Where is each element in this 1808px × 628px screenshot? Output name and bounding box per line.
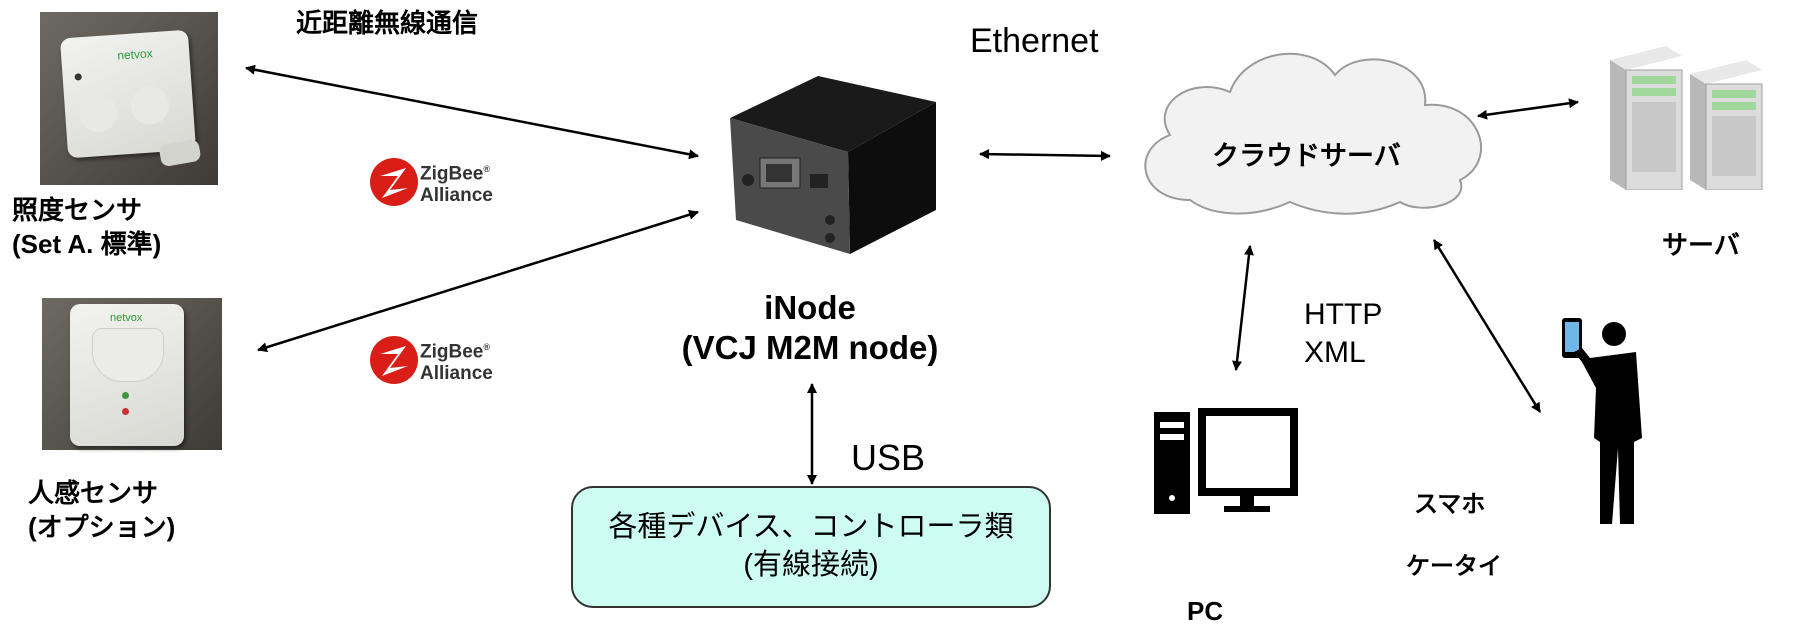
person-with-smartphone-icon	[1562, 318, 1642, 524]
arrow-motion-sensor-inode	[257, 209, 699, 353]
smartphone-label: スマホ	[1414, 491, 1486, 518]
cloud-server-label: クラウドサーバ	[1212, 141, 1401, 171]
motion-sensor-label: 人感センサ (オプション)	[28, 478, 176, 542]
server-icon	[1610, 46, 1763, 190]
inode-label: iNode (VCJ M2M node)	[681, 289, 939, 366]
pc-icon	[1154, 408, 1298, 514]
http-xml-label: HTTP XML	[1304, 298, 1383, 369]
arrow-cloud-server	[1477, 98, 1579, 120]
motion-sensor-photo: netvox	[42, 298, 222, 450]
arrow-inode-cloud	[979, 149, 1111, 161]
ethernet-label: Ethernet	[970, 22, 1099, 60]
arrow-light-sensor-inode	[245, 64, 699, 160]
usb-label: USB	[851, 437, 926, 478]
zigbee-z-icon	[370, 158, 418, 206]
inode-device-photo	[730, 76, 936, 254]
short-range-label: 近距離無線通信	[296, 8, 479, 38]
devices-controllers-box: 各種デバイス、コントローラ類 (有線接続)	[571, 486, 1051, 608]
arrow-cloud-pc	[1232, 245, 1254, 371]
mobile-label: ケータイ	[1406, 553, 1502, 580]
light-sensor-photo: netvox	[40, 12, 218, 185]
arrow-cloud-smartphone	[1432, 239, 1542, 413]
light-sensor-label: 照度センサ (Set A. 標準)	[12, 195, 162, 259]
cloud-icon	[1144, 52, 1482, 215]
zigbee-logo-top: ZigBee® Alliance	[368, 152, 508, 212]
server-label: サーバ	[1662, 230, 1740, 260]
